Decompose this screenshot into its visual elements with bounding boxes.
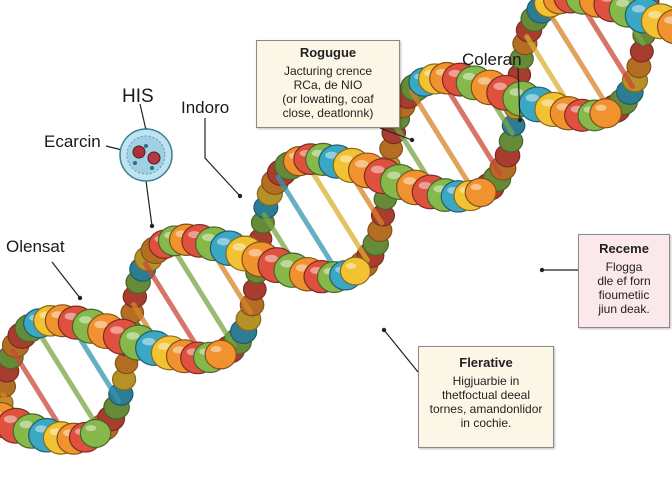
base-pair bbox=[31, 322, 103, 434]
rogugue-title: Rogugue bbox=[299, 45, 357, 60]
helix-front-strand bbox=[0, 0, 672, 455]
bead-highlight bbox=[493, 82, 507, 91]
helix-bead bbox=[79, 418, 112, 449]
leader-dot bbox=[77, 295, 83, 301]
leader-line bbox=[204, 118, 241, 197]
bead-highlight bbox=[601, 0, 613, 2]
bead-highlight bbox=[78, 316, 92, 324]
bead-highlight bbox=[509, 88, 523, 96]
bead-highlight bbox=[19, 420, 33, 429]
rogugue-line: Jacturing crence bbox=[283, 64, 373, 78]
bead-highlight bbox=[110, 326, 124, 334]
olensat-label: Olensat bbox=[6, 237, 65, 256]
ecarcin-label: Ecarcin bbox=[44, 132, 101, 151]
flerative-line: tornes, amandonlidor bbox=[429, 402, 543, 416]
rogugue-line: RCa, de NIO bbox=[293, 78, 363, 92]
base-pair bbox=[408, 88, 479, 197]
leader-line bbox=[517, 67, 521, 121]
indoro-label: Indoro bbox=[181, 98, 230, 117]
bead-highlight bbox=[418, 181, 432, 190]
bead-highlight bbox=[525, 94, 539, 102]
leader-dot bbox=[517, 117, 523, 123]
bead-highlight bbox=[541, 99, 555, 107]
bead-highlight bbox=[387, 171, 401, 180]
helix-bead bbox=[656, 9, 672, 44]
bead-highlight bbox=[339, 155, 353, 163]
leader-line bbox=[105, 145, 123, 151]
bead-highlight bbox=[595, 104, 607, 111]
bead-highlight bbox=[470, 183, 482, 191]
helix-bead bbox=[589, 98, 623, 129]
leader-dot bbox=[539, 267, 545, 273]
receme-line: fioumetiic bbox=[598, 288, 650, 302]
helix-bead bbox=[464, 177, 497, 208]
leader-dot bbox=[237, 193, 243, 199]
bead-highlight bbox=[264, 254, 278, 263]
bead-highlight bbox=[477, 77, 491, 85]
receme-line: jiun deak. bbox=[598, 302, 650, 316]
leader-dot bbox=[149, 223, 155, 229]
bead-highlight bbox=[94, 320, 108, 329]
bead-highlight bbox=[325, 151, 338, 159]
helix-bead bbox=[339, 256, 372, 286]
bead-highlight bbox=[631, 5, 646, 13]
flerative-line: in cochie. bbox=[460, 416, 512, 430]
rogugue-line: close, deatlonnk) bbox=[282, 106, 374, 120]
leader-dot bbox=[409, 137, 415, 143]
base-pair bbox=[302, 157, 370, 263]
bead-highlight bbox=[462, 72, 476, 81]
flerative-line: thetfoctual deeal bbox=[441, 388, 531, 402]
coleran-label: Coleran bbox=[462, 50, 522, 69]
bead-highlight bbox=[3, 415, 18, 423]
receme-line: dle ef forn bbox=[597, 274, 651, 288]
flerative-line: Higjuarbie in bbox=[452, 374, 520, 388]
leader-line bbox=[51, 261, 81, 299]
rogugue-line: (or lowating, coaf bbox=[282, 92, 374, 106]
receme-line: Flogga bbox=[605, 260, 643, 274]
bead-highlight bbox=[202, 233, 215, 242]
bead-highlight bbox=[216, 237, 230, 246]
bead-highlight bbox=[648, 10, 662, 19]
bead-highlight bbox=[248, 248, 262, 257]
leader-line bbox=[139, 103, 147, 131]
his-label: HIS bbox=[122, 86, 154, 107]
bead-highlight bbox=[85, 425, 97, 432]
bead-highlight bbox=[142, 337, 156, 346]
bead-highlight bbox=[615, 0, 630, 7]
bead-highlight bbox=[355, 160, 369, 168]
bead-highlight bbox=[157, 342, 171, 351]
cell-icon bbox=[119, 128, 173, 182]
bead-highlight bbox=[0, 411, 1, 416]
bead-highlight bbox=[126, 332, 140, 340]
bead-highlight bbox=[664, 16, 672, 24]
leader-line bbox=[383, 329, 419, 373]
leader-line bbox=[379, 127, 413, 141]
flerative-title: Flerative bbox=[459, 355, 513, 370]
flerative-callout: Flerative Higjuarbie in thetfoctual deea… bbox=[418, 346, 554, 448]
leader-dot bbox=[381, 327, 387, 333]
base-pair bbox=[166, 239, 237, 349]
receme-title: Receme bbox=[599, 241, 649, 256]
receme-callout: Receme Flogga dle ef forn fioumetiic jiu… bbox=[578, 234, 670, 328]
bead-highlight bbox=[345, 262, 357, 269]
rogugue-callout: Rogugue Jacturing crence RCa, de NIO (or… bbox=[256, 40, 400, 128]
bead-highlight bbox=[210, 346, 222, 353]
bead-highlight bbox=[280, 260, 294, 268]
base-pair bbox=[542, 3, 614, 114]
bead-highlight bbox=[371, 165, 385, 174]
helix-bead bbox=[204, 339, 237, 370]
leader-lines bbox=[51, 67, 578, 373]
bead-highlight bbox=[403, 177, 417, 185]
bead-highlight bbox=[232, 243, 246, 251]
leader-line bbox=[145, 180, 153, 227]
base-pair bbox=[275, 174, 343, 279]
